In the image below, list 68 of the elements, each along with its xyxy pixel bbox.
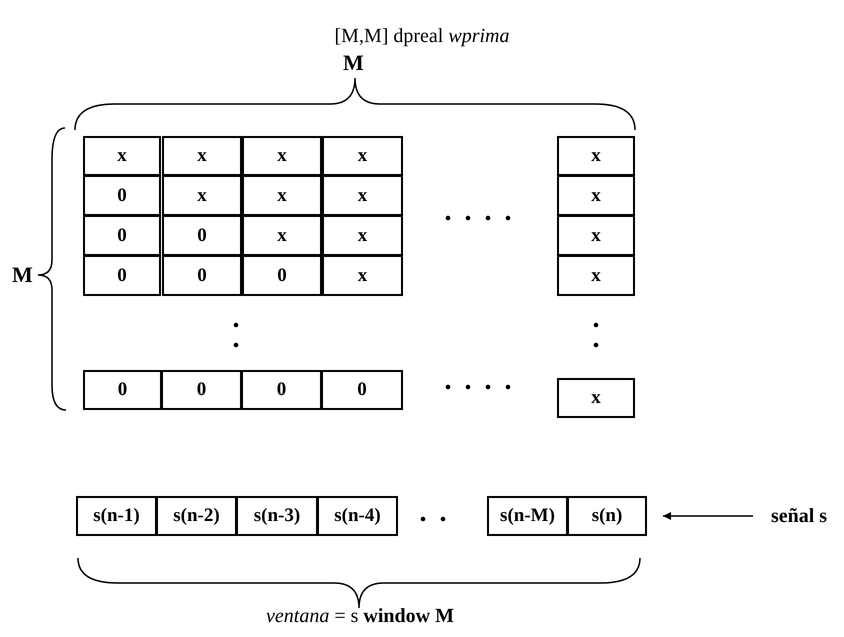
matrix-cell (557, 378, 635, 418)
matrix-cell (162, 136, 242, 176)
signal-cell (567, 496, 647, 536)
dimension-label: M (343, 50, 364, 76)
dimension-label: M (12, 262, 33, 288)
cell-value: 0 (276, 379, 286, 401)
matrix-cell (557, 215, 635, 256)
matrix-cell (322, 175, 403, 216)
cell-value: s(n-M) (500, 505, 555, 527)
cell-value: s(n-2) (173, 505, 220, 527)
cell-value: x (591, 387, 601, 409)
matrix-cell (162, 175, 242, 216)
cell-value: x (277, 184, 287, 206)
matrix-cell (242, 136, 322, 176)
matrix-cell (83, 175, 161, 216)
cell-value: 0 (277, 264, 287, 286)
cell-value: x (591, 145, 601, 167)
cell-value: x (117, 145, 127, 167)
signal-cell (76, 496, 157, 536)
cell-value: 0 (118, 379, 128, 401)
cell-value: x (358, 264, 368, 286)
matrix-cell (83, 370, 162, 410)
matrix-cell (321, 370, 403, 410)
cell-value: 0 (196, 379, 206, 401)
cell-value: 0 (197, 264, 207, 286)
matrix-cell (83, 215, 161, 256)
arrow (663, 512, 753, 520)
matrix-cell (162, 255, 242, 296)
signal-cell (156, 496, 237, 536)
matrix-cell (242, 175, 322, 216)
cell-value: x (591, 264, 601, 286)
cell-value: s(n-1) (93, 505, 140, 527)
signal-label: señal s (770, 504, 828, 528)
cell-value: x (591, 184, 601, 206)
matrix-cell (322, 215, 403, 256)
caption: ventana = s window M (265, 605, 455, 628)
cell-value: x (197, 145, 207, 167)
matrix-cell (557, 175, 635, 216)
cell-value: 0 (117, 184, 127, 206)
cell-value: s(n) (592, 505, 622, 527)
matrix-cell (162, 215, 242, 256)
cell-value: x (197, 184, 207, 206)
matrix-cell (242, 255, 322, 296)
matrix-cell (557, 255, 635, 296)
cell-value: 0 (357, 379, 367, 401)
cell-value: s(n-3) (254, 505, 300, 527)
cell-value: x (358, 145, 368, 167)
title: [M,M] dpreal wprima (334, 25, 510, 48)
cell-value: 0 (117, 224, 127, 246)
matrix-cell (83, 136, 161, 176)
matrix-cell (161, 370, 242, 410)
matrix-cell (241, 370, 322, 410)
matrix-cell (322, 136, 403, 176)
cell-value: x (358, 224, 368, 246)
cell-value: x (277, 224, 287, 246)
cell-value: x (591, 224, 601, 246)
signal-cell (236, 496, 318, 536)
matrix-cell (242, 215, 322, 256)
signal-cell (487, 496, 568, 536)
matrix-cell (322, 255, 403, 296)
matrix-cell (557, 136, 635, 176)
cell-value: x (277, 145, 287, 167)
matrix-cell (83, 255, 161, 296)
cell-value: x (358, 184, 368, 206)
cell-value: 0 (117, 264, 127, 286)
signal-cell (317, 496, 398, 536)
cell-value: s(n-4) (334, 505, 381, 527)
cell-value: 0 (197, 224, 207, 246)
